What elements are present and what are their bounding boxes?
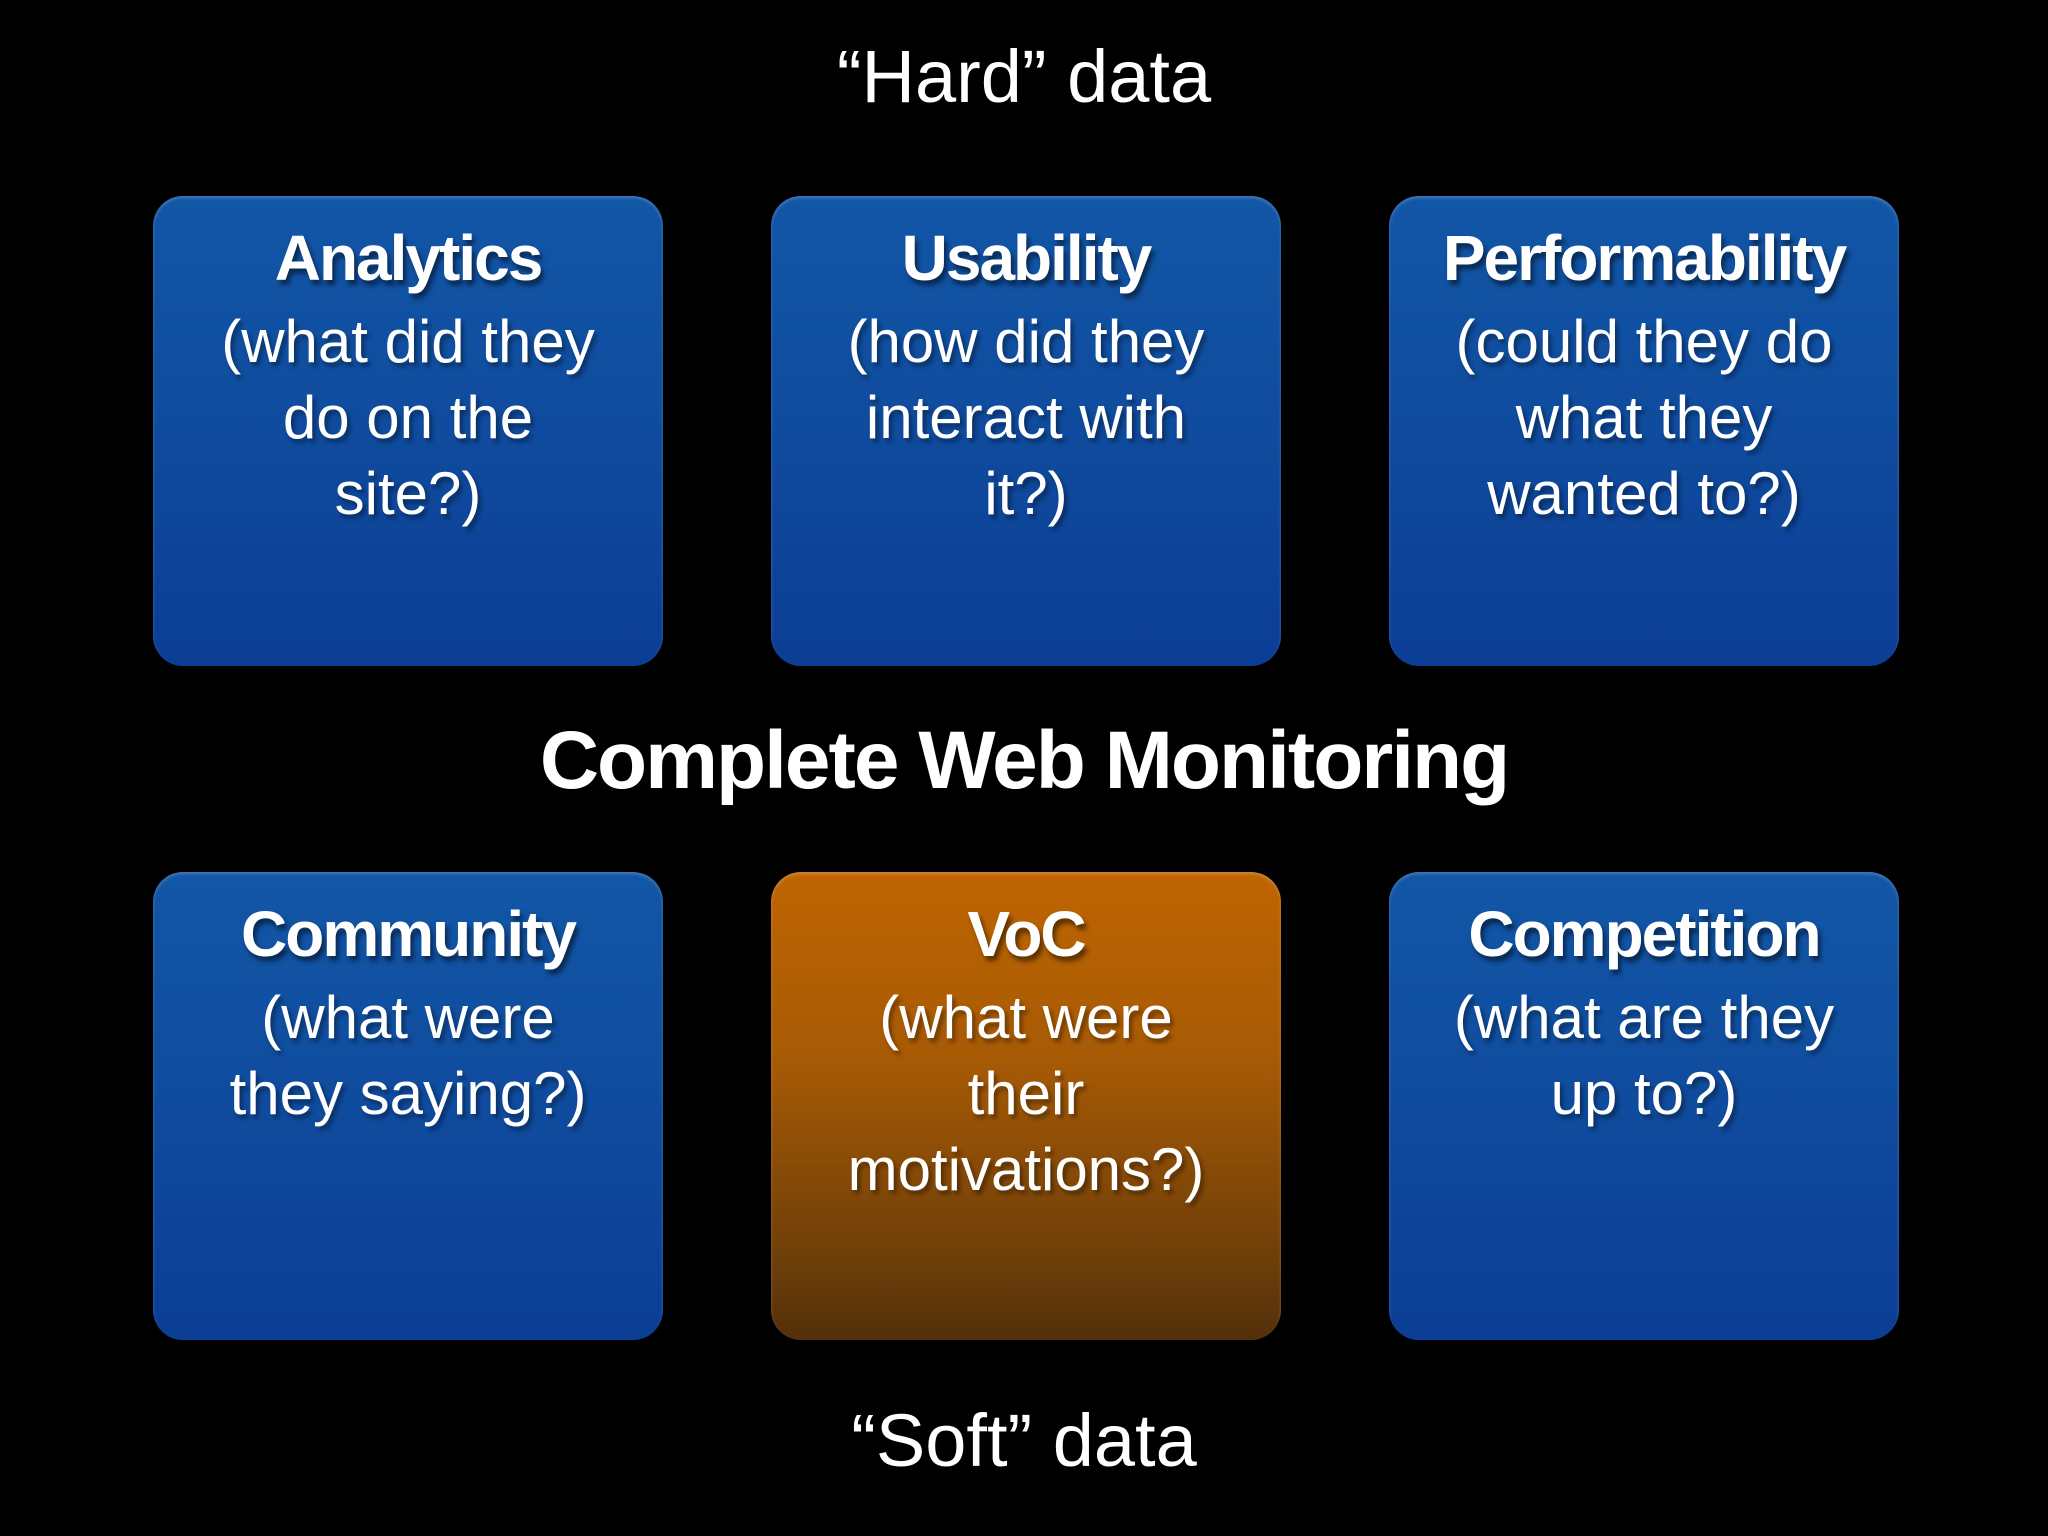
soft-data-row: Community (what were they saying?) VoC (…: [153, 872, 1899, 1340]
soft-data-label: “Soft” data: [851, 1399, 1197, 1482]
box-analytics-title: Analytics: [274, 222, 544, 294]
box-performability: Performability (could they do what they …: [1389, 196, 1899, 666]
box-analytics: Analytics (what did they do on the site?…: [153, 196, 663, 666]
box-usability: Usability (how did they interact with it…: [771, 196, 1281, 666]
box-voc-description: (what were their motivations?): [847, 983, 1205, 1203]
complete-web-monitoring-title: Complete Web Monitoring: [539, 715, 1510, 806]
hard-data-row: Analytics (what did they do on the site?…: [153, 196, 1899, 666]
box-competition-title: Competition: [1468, 898, 1821, 970]
box-analytics-description: (what did they do on the site?): [221, 307, 595, 527]
box-community-title: Community: [241, 898, 577, 970]
hard-data-label: “Hard” data: [836, 35, 1212, 118]
box-voc-title: VoC: [967, 898, 1086, 970]
box-performability-title: Performability: [1442, 222, 1847, 294]
box-community-description: (what were they saying?): [229, 983, 587, 1127]
box-performability-description: (could they do what they wanted to?): [1455, 307, 1833, 527]
box-competition-description: (what are they up to?): [1453, 983, 1835, 1127]
box-community: Community (what were they saying?): [153, 872, 663, 1340]
box-competition: Competition (what are they up to?): [1389, 872, 1899, 1340]
box-usability-title: Usability: [901, 222, 1153, 294]
box-voc: VoC (what were their motivations?): [771, 872, 1281, 1340]
box-usability-description: (how did they interact with it?): [847, 307, 1205, 527]
